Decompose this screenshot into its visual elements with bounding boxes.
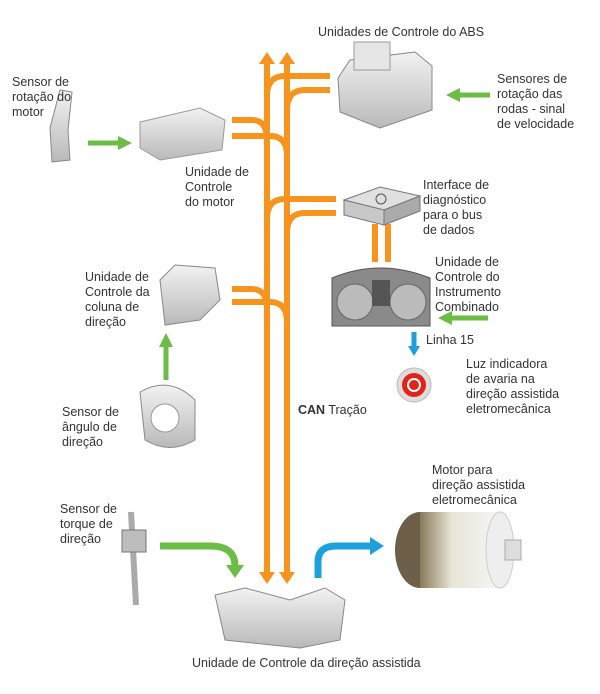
can-rest: Tração — [325, 403, 367, 417]
diagnostic-interface-image — [342, 186, 422, 226]
torque-sensor-image — [121, 511, 147, 606]
engine-speed-sensor-image — [49, 89, 73, 163]
steering-ecu-image — [214, 587, 346, 649]
can-bold: CAN — [298, 403, 326, 417]
wheel-sensors-label: Sensores de rotação das rodas - sinal de… — [497, 72, 575, 131]
instrument-cluster-image — [331, 267, 431, 327]
can-bus-label: CAN Tração — [298, 403, 367, 418]
abs-unit-image — [337, 41, 433, 129]
engine-ecu-image — [139, 107, 226, 161]
input-arrows — [88, 88, 490, 578]
engine-ecu-label: Unidade de Controle do motor — [185, 165, 249, 209]
motor-image — [395, 511, 522, 589]
column-ecu-image — [159, 264, 221, 326]
torque-sensor-label: Sensor de torque de direção — [60, 502, 117, 546]
angle-sensor-image — [139, 384, 196, 448]
output-arrows — [314, 332, 420, 578]
warning-light-label: Luz indicadora de avaria na direção assi… — [466, 357, 560, 416]
can-bus — [232, 62, 391, 572]
instrument-label: Unidade de Controle do Instrumento Combi… — [435, 255, 502, 314]
angle-sensor-label: Sensor de ângulo de direção — [62, 405, 119, 449]
line15-label: Linha 15 — [426, 333, 474, 347]
motor-label: Motor para direção assistida eletromecân… — [432, 463, 526, 507]
abs-label: Unidades de Controle do ABS — [318, 25, 485, 39]
bus-arrowheads — [259, 52, 295, 584]
engine-sensor-label: Sensor de rotação do motor — [12, 75, 72, 119]
column-ecu-label: Unidade de Controle da coluna de direção — [85, 270, 150, 329]
warning-light-icon — [396, 367, 432, 403]
diagnostic-label: Interface de diagnóstico para o bus de d… — [423, 178, 490, 237]
steering-ecu-label: Unidade de Controle da direção assistida — [192, 656, 421, 670]
